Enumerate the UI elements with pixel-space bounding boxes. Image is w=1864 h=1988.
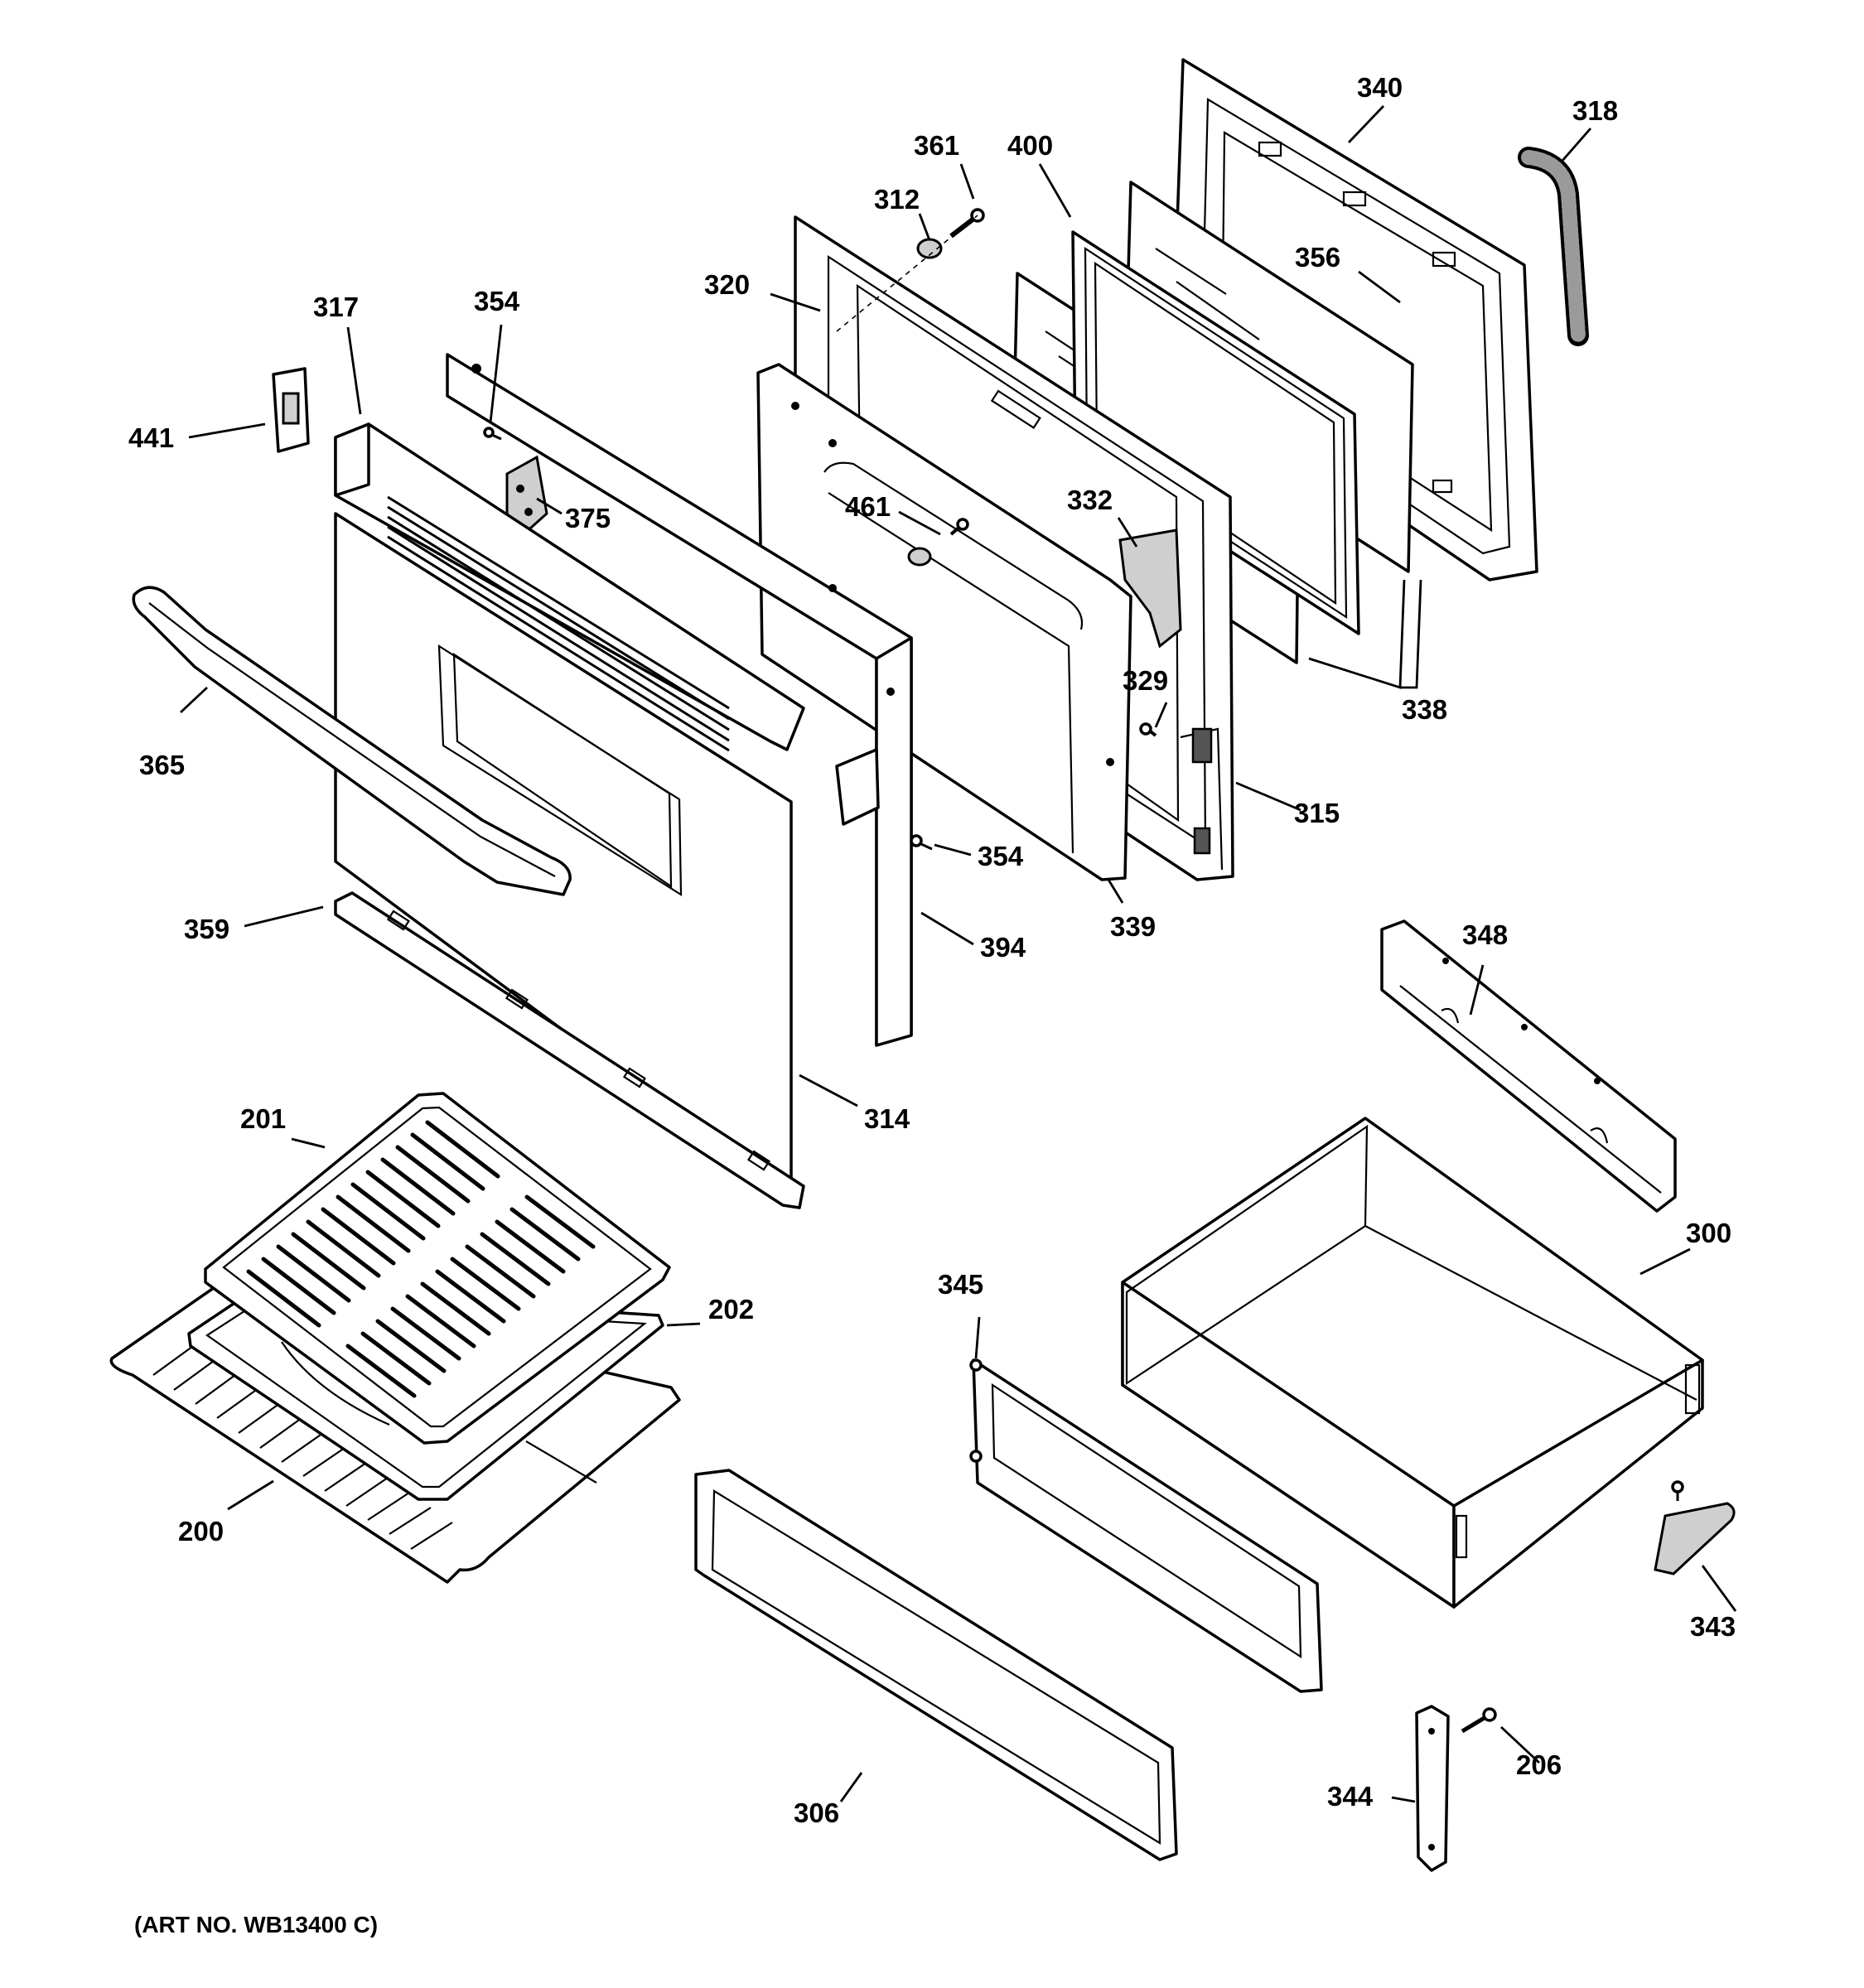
callout-344: 344 [1327, 1781, 1374, 1812]
part-329-screw [1139, 722, 1157, 737]
callout-200: 200 [178, 1516, 224, 1546]
callout-202: 202 [708, 1294, 754, 1325]
part-348-rail [1380, 919, 1677, 1213]
callout-340: 340 [1357, 72, 1403, 103]
part-354-screw-upper [483, 427, 502, 441]
part-365-handle [132, 586, 572, 896]
part-344-bracket [1415, 1705, 1450, 1872]
part-354-screw-lower [910, 834, 933, 851]
part-461-screw [907, 518, 969, 567]
callout-354-upper: 354 [474, 286, 520, 316]
callout-338: 338 [1402, 694, 1447, 725]
part-441-plate [272, 367, 310, 453]
callout-300: 300 [1686, 1218, 1731, 1248]
callout-317: 317 [313, 292, 359, 322]
callout-314: 314 [864, 1103, 910, 1134]
part-359-bottom-rail [334, 891, 805, 1209]
part-394-side-frame [446, 353, 913, 1047]
callout-343: 343 [1690, 1611, 1736, 1642]
callout-339: 339 [1110, 911, 1156, 942]
callout-375: 375 [565, 503, 611, 533]
callout-394: 394 [980, 932, 1026, 963]
callout-400: 400 [1007, 130, 1053, 161]
callout-348: 348 [1462, 919, 1508, 950]
callout-441: 441 [128, 422, 174, 453]
part-375-bracket [505, 455, 548, 537]
part-hinge-receiver [835, 748, 880, 826]
part-318-gasket [1518, 147, 1589, 346]
callout-332: 332 [1067, 485, 1113, 515]
part-206-screw [1461, 1707, 1497, 1734]
callout-356: 356 [1295, 242, 1340, 273]
callout-318: 318 [1572, 95, 1618, 126]
art-number-caption: (ART NO. WB13400 C) [134, 1912, 378, 1937]
part-332-bracket [1118, 528, 1182, 649]
part-339-inner-liner [756, 363, 1132, 881]
part-343-slide [1654, 1480, 1736, 1575]
part-300-drawer [1121, 1117, 1704, 1609]
callout-201: 201 [240, 1103, 286, 1134]
callout-206: 206 [1516, 1749, 1562, 1780]
part-400-door-liner [1071, 230, 1360, 635]
callout-354-lower: 354 [978, 841, 1024, 871]
callout-361: 361 [914, 130, 959, 161]
callout-359: 359 [184, 914, 229, 944]
part-306-drawer-front [694, 1469, 1178, 1861]
part-361-screw [949, 208, 985, 239]
callout-306: 306 [794, 1797, 839, 1828]
callout-329: 329 [1123, 665, 1168, 696]
callout-320: 320 [704, 269, 750, 300]
part-201-broiler-grid [204, 1092, 671, 1445]
callout-461: 461 [845, 491, 891, 522]
leader-lines [180, 105, 1737, 1803]
callout-labels: 340 318 361 400 312 356 320 317 354 441 … [128, 72, 1736, 1828]
part-317-vent-trim [334, 422, 805, 752]
part-345-drawer-liner [969, 1358, 1323, 1693]
callout-345: 345 [938, 1269, 983, 1300]
callout-365: 365 [139, 750, 185, 780]
callout-312: 312 [874, 184, 920, 215]
callout-315: 315 [1294, 798, 1340, 828]
